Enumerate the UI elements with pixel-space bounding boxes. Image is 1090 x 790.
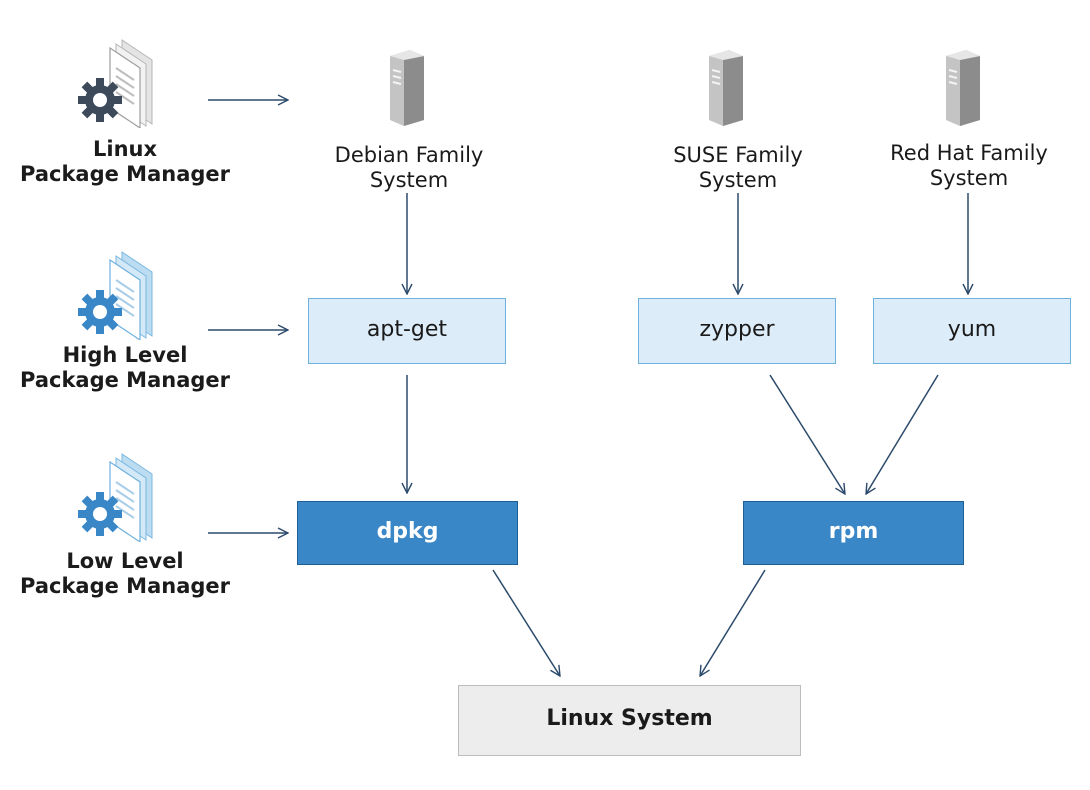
box-label-linux-system: Linux System xyxy=(546,706,713,731)
document-gear-icon xyxy=(78,453,153,542)
system-label-line: System xyxy=(929,166,1009,190)
box-label-rpm: rpm xyxy=(828,518,879,544)
system-label-line: SUSE Family xyxy=(673,143,803,167)
arrow-yum-to-rpm xyxy=(866,374,939,494)
row-label-line: Package Manager xyxy=(20,368,230,392)
box-dpkg: dpkg xyxy=(297,501,518,565)
document-gear-icon xyxy=(78,251,153,340)
box-zypper: zypper xyxy=(638,298,836,364)
system-label-line: System xyxy=(369,168,449,192)
server-tower-icon xyxy=(946,50,980,126)
box-label-zypper: zypper xyxy=(699,316,775,342)
system-label-debian: Debian Family System xyxy=(299,143,519,193)
box-apt-get: apt-get xyxy=(308,298,506,364)
box-label-yum: yum xyxy=(947,316,997,342)
system-label-redhat: Red Hat Family System xyxy=(859,141,1079,191)
system-label-suse: SUSE Family System xyxy=(628,143,848,193)
system-label-line: System xyxy=(698,168,778,192)
row-label-line: Package Manager xyxy=(20,574,230,598)
server-tower-icon xyxy=(709,50,743,126)
row-label-line: Low Level xyxy=(66,549,184,573)
row-label-line: High Level xyxy=(62,343,188,367)
row-label-high-level-package-manager: High Level Package Manager xyxy=(5,343,245,393)
arrow-rpm-to-linux-system xyxy=(700,569,766,676)
arrow-dpkg-to-linux-system xyxy=(492,569,560,676)
row-label-low-level-package-manager: Low Level Package Manager xyxy=(5,549,245,599)
system-label-line: Red Hat Family xyxy=(890,141,1048,165)
server-tower-icon xyxy=(390,50,424,126)
row-label-linux-package-manager: Linux Package Manager xyxy=(5,137,245,187)
row-label-line: Linux xyxy=(92,137,158,161)
box-yum: yum xyxy=(873,298,1071,364)
arrow-zypper-to-rpm xyxy=(769,374,845,494)
system-label-line: Debian Family xyxy=(334,143,484,167)
document-gear-icon xyxy=(78,39,153,128)
box-linux-system: Linux System xyxy=(458,685,801,756)
box-rpm: rpm xyxy=(743,501,964,565)
box-label-apt-get: apt-get xyxy=(366,316,448,342)
box-label-dpkg: dpkg xyxy=(376,518,439,544)
row-label-line: Package Manager xyxy=(20,162,230,186)
